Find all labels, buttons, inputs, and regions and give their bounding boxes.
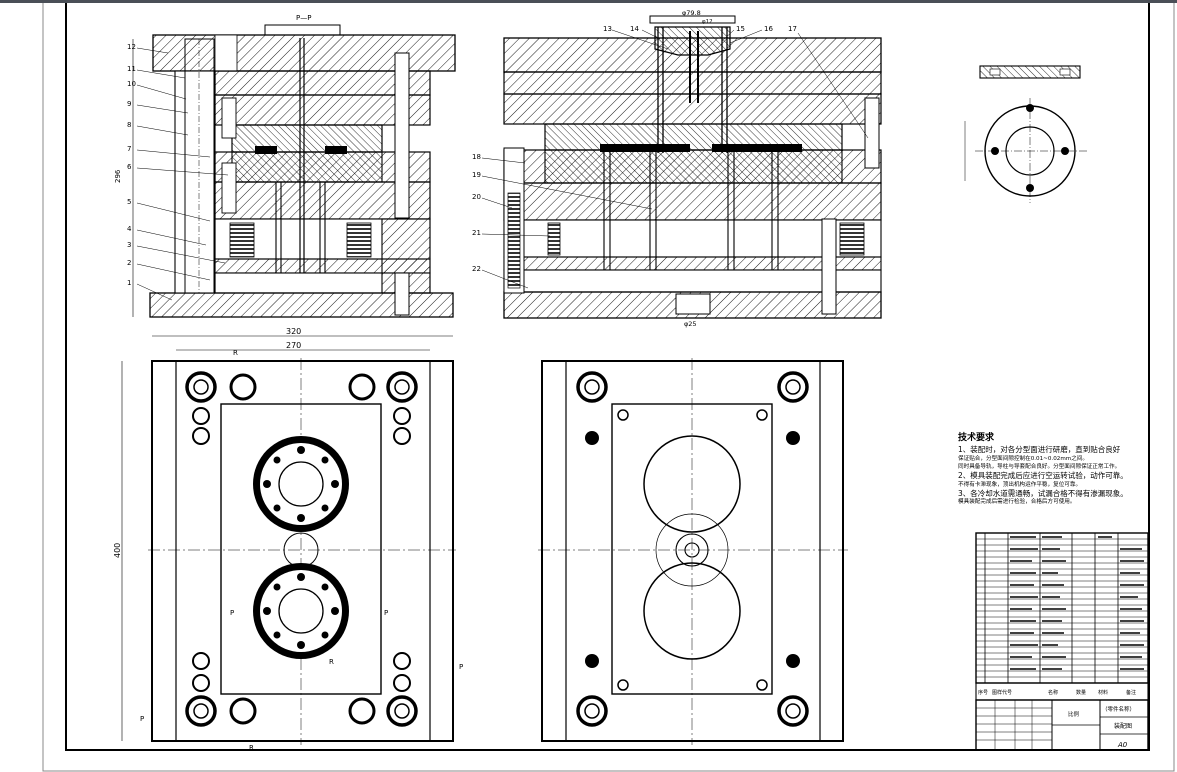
part-label-20: 20 <box>472 193 481 201</box>
part-label-13: 13 <box>603 25 612 33</box>
part-label-10: 10 <box>127 80 136 88</box>
tech-req-line-1: 1、装配时，对各分型面进行研磨，直到贴合良好 <box>958 445 1121 454</box>
drawing-sheet: P—P <box>42 3 1175 772</box>
plan-view-moving-half: 320 270 400 <box>113 327 463 752</box>
part-label-22: 22 <box>472 265 481 273</box>
table-header-note: 备注 <box>1126 689 1136 696</box>
tech-req-line-2: 保证贴合，分型面间隙控制在0.01~0.02mm之间。 <box>958 455 1088 462</box>
inner-border <box>65 3 1150 751</box>
dim-width-total: 320 <box>286 327 301 336</box>
part-label-15: 15 <box>736 25 745 33</box>
tech-req-line-4: 2、模具装配完成后应进行空运转试验，动作可靠。 <box>958 471 1128 481</box>
part-label-1: 1 <box>127 279 131 287</box>
part-label-11: 11 <box>127 65 136 73</box>
marker-r-mid: R <box>329 658 334 666</box>
plan-view-fixed-half <box>538 358 848 745</box>
tech-req-line-3: 同时具备导轨，导柱与导套配合良好。分型面间隙保证正常工作。 <box>958 464 1121 471</box>
table-header-index: 序号 <box>978 689 988 696</box>
part-label-5: 5 <box>127 198 131 206</box>
part-label-9: 9 <box>127 100 131 108</box>
tech-req-line-7: 模具装配完成后需进行检验，合格后方可使用。 <box>958 499 1076 506</box>
part-labels-side: 13 14 15 16 17 18 19 20 21 22 <box>472 25 869 289</box>
parts-list-table: 序号 图样代号 名称 数量 材料 备注 <box>975 532 1149 701</box>
part-label-2: 2 <box>127 259 131 267</box>
top-bar <box>0 0 1177 3</box>
marker-r-bottom: R <box>249 744 254 752</box>
scale-label: 比例 <box>1068 710 1080 718</box>
part-label-7: 7 <box>127 145 131 153</box>
dim-top-79: φ79.8 <box>682 9 701 17</box>
marker-p-left: P <box>230 609 234 617</box>
sheet-size: A0 <box>1117 741 1128 749</box>
table-header-material: 材料 <box>1098 689 1108 696</box>
table-header-qty: 数量 <box>1076 689 1086 696</box>
part-label-18: 18 <box>472 153 481 161</box>
drawing-name: 装配图 <box>1114 722 1132 730</box>
part-label-3: 3 <box>127 241 131 249</box>
part-label-6: 6 <box>127 163 132 171</box>
ring-detail-view <box>964 65 1088 203</box>
marker-p-side: P <box>459 663 463 671</box>
dim-bottom-25: φ25 <box>684 320 697 328</box>
design-field: （零件名称） <box>1102 705 1135 713</box>
dim-height-front: 296 <box>114 169 122 183</box>
part-label-17: 17 <box>788 25 797 33</box>
part-label-8: 8 <box>127 121 131 129</box>
technical-requirements: 技术要求 1、装配时，对各分型面进行研磨，直到贴合良好 保证贴合，分型面间隙控制… <box>958 430 1158 507</box>
part-label-21: 21 <box>472 229 481 237</box>
part-labels-left: 12 11 10 9 8 7 6 5 4 3 2 1 <box>127 43 229 301</box>
outer-border <box>42 3 1175 772</box>
dim-height-plan: 400 <box>113 543 122 558</box>
part-label-4: 4 <box>127 225 132 233</box>
title-block: （零件名称） 装配图 比例 A0 <box>975 699 1149 751</box>
marker-r-top: R <box>233 349 238 357</box>
part-label-12: 12 <box>127 43 136 51</box>
table-header-code: 图样代号 <box>992 689 1012 696</box>
front-section-view: P—P <box>114 14 456 318</box>
part-label-19: 19 <box>472 171 481 179</box>
tech-req-line-6: 3、各冷却水道需通畅，试漏合格不得有渗漏现象。 <box>958 488 1128 498</box>
section-label: P—P <box>296 14 311 22</box>
tech-req-line-5: 不得有卡滞现象，顶出机构运作平稳，复位可靠。 <box>958 481 1082 488</box>
part-label-16: 16 <box>764 25 773 33</box>
table-header-name: 名称 <box>1048 689 1058 696</box>
marker-p-right: P <box>384 609 388 617</box>
part-label-14: 14 <box>630 25 639 33</box>
dim-top-12: φ12 <box>702 19 713 25</box>
marker-p-bottom: P <box>140 715 144 723</box>
tech-req-title: 技术要求 <box>958 433 995 443</box>
side-section-view: φ79.8 φ12 φ25 <box>503 9 882 328</box>
dim-width-inner: 270 <box>286 341 301 350</box>
